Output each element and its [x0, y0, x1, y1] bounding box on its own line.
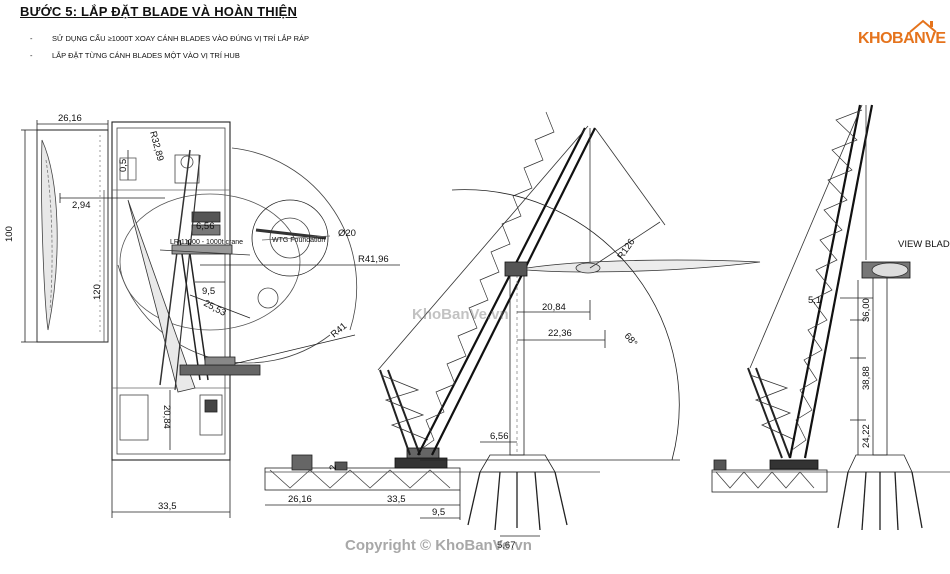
dim-tower: 9,5: [432, 507, 445, 518]
dim-h3: 24,22: [861, 424, 872, 448]
dim-offset: 5,1: [808, 295, 821, 306]
dim-left: 26,16: [288, 494, 312, 505]
bullet-item: - LẮP ĐẶT TỪNG CÁNH BLADES MỘT VÀO VỊ TR…: [30, 47, 309, 64]
dim-radius-main: R41,96: [358, 254, 389, 265]
bullet-text: LẮP ĐẶT TỪNG CÁNH BLADES MỘT VÀO VỊ TRÍ …: [52, 51, 240, 60]
watermark-copyright: Copyright © KhoBanVe.vn: [345, 537, 532, 554]
dim-barge: 33,5: [387, 494, 406, 505]
dim-d1: 9,5: [202, 286, 215, 297]
dim-depth: 6,56: [196, 221, 215, 232]
dim-d3: 20,84: [161, 405, 172, 429]
dim-blade-radius: R126: [615, 237, 637, 262]
dim-top-width: 26,16: [58, 113, 82, 124]
dim-foundation-dia: Ø20: [338, 228, 356, 239]
plan-dimension-labels: 26,16 100 120 0,5 2,94 R32,89 6,56 Ø20 R…: [4, 113, 389, 512]
plan-view: [21, 120, 400, 518]
dim-angle: 68°: [622, 331, 640, 349]
dim-inner-height: 120: [92, 284, 103, 300]
watermark-center: KhoBanVe.vn: [412, 306, 509, 323]
dim-radius-boom: R32,89: [147, 130, 166, 162]
step-title: BƯỚC 5: LẮP ĐẶT BLADE VÀ HOÀN THIỆN: [20, 4, 298, 19]
elevation-2-dimension-labels: VIEW BLADE 5,1 36,00 38,88 24,22: [808, 239, 950, 448]
dim-rad1: 20,84: [542, 302, 566, 313]
dim-pile: 5,67: [497, 540, 516, 551]
logo-text: KHOBANVE: [858, 30, 946, 47]
dim-d2: 25,53: [202, 298, 228, 319]
crane-label: LR 11000 - 1000t crane: [170, 239, 243, 246]
bullet-dash: -: [30, 34, 33, 43]
elevation-1-dimension-labels: 26,16 33,5 9,5 6,56 5,67 20,84 22,36 R12…: [288, 237, 639, 551]
dim-offset-b: 2,94: [72, 200, 91, 211]
dim-h2: 38,88: [861, 366, 872, 390]
bullet-dash: -: [30, 51, 33, 60]
bullet-list: - SỬ DỤNG CẨU ≥1000T XOAY CÁNH BLADES VÀ…: [30, 30, 309, 64]
dim-bottom-width: 33,5: [158, 501, 177, 512]
view-blade-label: VIEW BLADE: [898, 239, 950, 250]
bullet-text: SỬ DỤNG CẨU ≥1000T XOAY CÁNH BLADES VÀO …: [52, 34, 309, 43]
dim-offset-a: 0,5: [118, 159, 129, 172]
house-icon: [909, 19, 937, 33]
foundation-label: WTG Foundation: [272, 237, 325, 244]
dim-gap: 6,56: [490, 431, 509, 442]
dim-h1: 36,00: [861, 298, 872, 322]
elevation-view-1: [264, 111, 761, 537]
dim-left-height: 100: [4, 226, 15, 242]
elevation-view-2: [711, 104, 950, 531]
dim-h-small: 2: [328, 465, 339, 470]
dim-rad2: 22,36: [548, 328, 572, 339]
khobanve-logo: KHOBANVE: [858, 18, 946, 52]
bullet-item: - SỬ DỤNG CẨU ≥1000T XOAY CÁNH BLADES VÀ…: [30, 30, 309, 47]
